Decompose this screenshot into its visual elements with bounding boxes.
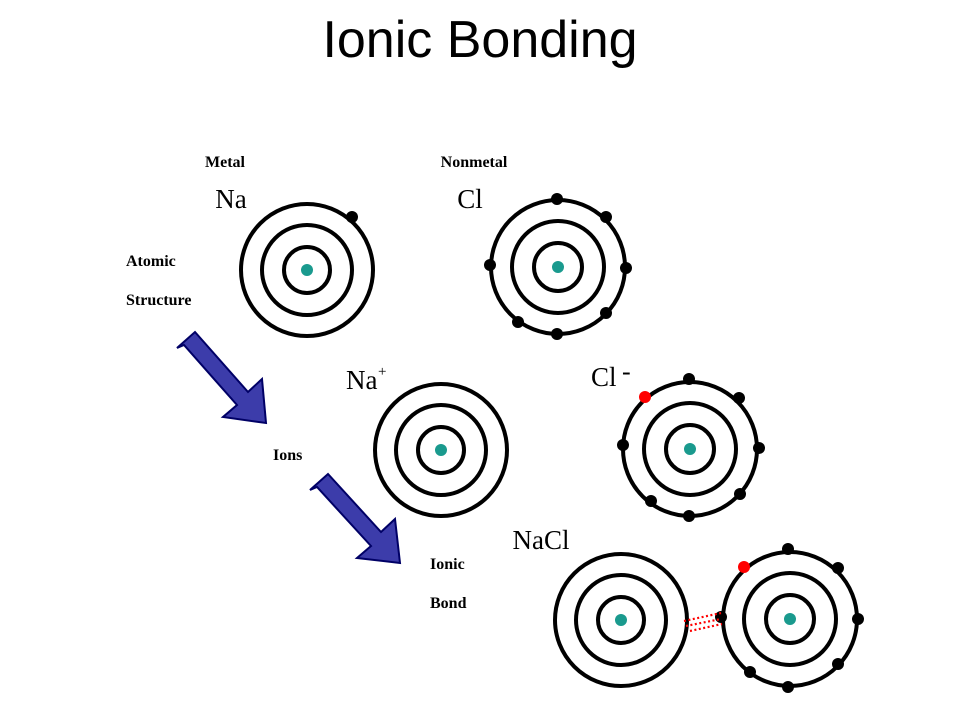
cl-nucleus bbox=[552, 261, 564, 273]
electron bbox=[744, 666, 756, 678]
ionic-label: Ionic bbox=[430, 556, 465, 573]
na-ion-charge: + bbox=[378, 364, 386, 380]
electron bbox=[683, 510, 695, 522]
electron bbox=[600, 307, 612, 319]
bond-label: Bond bbox=[430, 595, 467, 612]
electron bbox=[832, 562, 844, 574]
electron bbox=[715, 611, 727, 623]
nacl-na-nucleus bbox=[615, 614, 627, 626]
electron bbox=[484, 259, 496, 271]
bond-line bbox=[685, 617, 722, 628]
electron bbox=[832, 658, 844, 670]
na-ion-inner-shell bbox=[416, 425, 466, 475]
electron bbox=[852, 613, 864, 625]
bond-line bbox=[689, 622, 723, 633]
cl-ion-charge: - bbox=[622, 357, 631, 386]
nacl-transferred-electron bbox=[738, 561, 750, 573]
cl-ion-electrons bbox=[617, 373, 765, 522]
structure-label: Structure bbox=[126, 292, 191, 309]
na-ion bbox=[373, 382, 509, 518]
electron bbox=[620, 262, 632, 274]
arrow-ions-to-bond bbox=[309, 472, 402, 565]
slide-title: Ionic Bonding bbox=[322, 11, 637, 69]
cl-inner-shell bbox=[532, 241, 584, 293]
na-inner-shell bbox=[282, 245, 332, 295]
electron bbox=[512, 316, 524, 328]
electron bbox=[551, 193, 563, 205]
transferred-electron bbox=[639, 391, 651, 403]
atomic-label: Atomic bbox=[126, 253, 176, 270]
na-nucleus bbox=[301, 264, 313, 276]
bond-line bbox=[683, 611, 722, 623]
cl-ion-label: Cl bbox=[591, 362, 617, 392]
nonmetal-label: Nonmetal bbox=[441, 154, 508, 171]
electron bbox=[753, 442, 765, 454]
na-atom bbox=[239, 202, 375, 338]
cl-atom-label: Cl bbox=[457, 184, 483, 214]
na-ion-label: Na bbox=[346, 365, 377, 395]
na-atom-label: Na bbox=[215, 184, 246, 214]
na-ion-outer-shell bbox=[373, 382, 509, 518]
electron bbox=[645, 495, 657, 507]
na-ion-middle-shell bbox=[394, 403, 488, 497]
cl-middle-shell bbox=[510, 219, 606, 315]
na-valence-electron bbox=[346, 211, 358, 223]
arrow-atomic-to-ions bbox=[176, 330, 268, 425]
nacl-na-inner-shell bbox=[596, 595, 646, 645]
ions-label: Ions bbox=[273, 447, 302, 464]
nacl-cl-middle-shell bbox=[742, 571, 838, 667]
nacl-cl-electrons bbox=[715, 543, 864, 693]
electron bbox=[551, 328, 563, 340]
nacl-cl-inner-shell bbox=[764, 593, 816, 645]
nacl-na-ion bbox=[553, 552, 689, 688]
electron bbox=[782, 681, 794, 693]
cl-ion-middle-shell bbox=[642, 401, 738, 497]
cl-valence-electrons bbox=[484, 193, 632, 340]
na-outer-shell bbox=[239, 202, 375, 338]
na-ion-nucleus bbox=[435, 444, 447, 456]
nacl-na-middle-shell bbox=[574, 573, 668, 667]
nacl-label: NaCl bbox=[513, 525, 570, 555]
electron bbox=[734, 488, 746, 500]
cl-ion-inner-shell bbox=[664, 423, 716, 475]
cl-ion-nucleus bbox=[684, 443, 696, 455]
electron bbox=[733, 392, 745, 404]
nacl-cl-nucleus bbox=[784, 613, 796, 625]
na-middle-shell bbox=[260, 223, 354, 317]
electron bbox=[600, 211, 612, 223]
electron bbox=[617, 439, 629, 451]
metal-label: Metal bbox=[205, 154, 246, 171]
electron bbox=[683, 373, 695, 385]
nacl-na-outer-shell bbox=[553, 552, 689, 688]
ionic-bond-lines bbox=[683, 611, 723, 633]
electron bbox=[782, 543, 794, 555]
